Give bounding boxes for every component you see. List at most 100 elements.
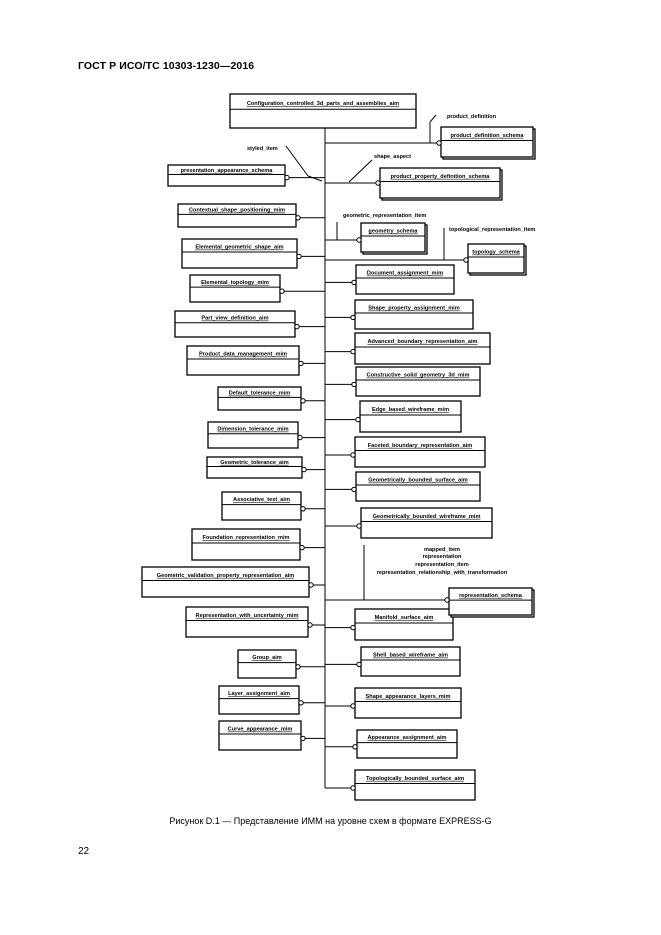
left-schema-box-16-label: Curve_appearance_mim xyxy=(228,727,293,733)
right-schema-box-10-label: Shell_based_wireframe_aim xyxy=(373,653,448,659)
left-schema-box-11: Foundation_representation_mim xyxy=(191,528,301,561)
relation-circle xyxy=(375,180,381,186)
relation-circle xyxy=(300,398,306,404)
left-schema-box-11-label: Foundation_representation_mim xyxy=(202,535,289,541)
product-property-definition-schema-box: product_property_definition_schema xyxy=(379,167,503,201)
left-schema-box-8-label: Dimension_tolerance_mim xyxy=(217,427,288,433)
right-schema-box-13: Topologically_bounded_surface_aim xyxy=(354,769,476,801)
relation-circle xyxy=(350,452,356,458)
relation-circle xyxy=(296,253,302,260)
product-definition-schema-box-label: product_definition_schema xyxy=(450,133,524,139)
left-schema-box-13-label: Representation_with_uncertainty_mim xyxy=(196,613,299,619)
left-schema-box-5-label: Part_view_definition_aim xyxy=(201,316,268,322)
product-property-definition-schema-box-label: product_property_definition_schema xyxy=(391,174,491,180)
right-schema-box-5: Edge_based_wireframe_mim xyxy=(359,400,462,433)
representation-schema-box-label: representation_schema xyxy=(459,593,523,599)
relation-circle xyxy=(350,314,356,321)
right-schema-box-2-label: Shape_property_assignment_mim xyxy=(368,306,459,312)
relation-circle xyxy=(350,624,356,631)
geometry-schema-box: geometry_schema xyxy=(360,222,428,255)
relation-circle xyxy=(298,360,304,367)
label-mapped-item: mapped_item xyxy=(424,547,460,553)
left-schema-box-1: presentation_appearance_schema xyxy=(167,164,286,187)
label-shape-aspect: shape_aspect xyxy=(374,154,411,160)
label-representation-item: representation_item xyxy=(415,562,468,568)
left-schema-box-15-label: Layer_assignment_aim xyxy=(228,691,290,697)
geometry-schema-box-label: geometry_schema xyxy=(368,229,418,235)
right-schema-box-3: Advanced_boundary_representation_aim xyxy=(354,332,491,365)
relation-circle xyxy=(356,237,362,243)
left-schema-box-2: Contextual_shape_positioning_mim xyxy=(177,203,297,228)
label-topological-representation-item: topological_representation_item xyxy=(449,227,535,233)
left-schema-box-4: Elemental_topology_mim xyxy=(189,274,281,303)
right-schema-box-9: Manifold_surface_aim xyxy=(354,608,454,641)
left-schema-box-4-label: Elemental_topology_mim xyxy=(201,280,269,286)
relation-circle xyxy=(299,544,305,551)
right-schema-box-3-label: Advanced_boundary_representation_aim xyxy=(367,339,477,345)
label-styled-item: styled_item xyxy=(247,146,278,152)
right-schema-box-2: Shape_property_assignment_mim xyxy=(354,299,474,330)
relation-circle xyxy=(294,323,300,330)
representation-schema-box: representation_schema xyxy=(448,587,535,618)
right-schema-box-6: Faceted_boundary_representation_aim xyxy=(354,436,486,468)
styled-item-ref-line xyxy=(285,145,309,177)
relation-circle xyxy=(301,466,307,473)
left-schema-box-7: Default_tolerance_mim xyxy=(217,386,302,411)
figure-caption: Рисунок D.1 — Представление ИММ на уровн… xyxy=(169,816,492,826)
left-schema-box-10-label: Associative_text_aim xyxy=(233,497,290,503)
left-schema-box-13: Representation_with_uncertainty_mim xyxy=(185,606,309,638)
relation-circle xyxy=(350,785,356,791)
relation-circle xyxy=(307,622,313,628)
right-schema-box-8: Geometrically_bounded_wireframe_mim xyxy=(360,507,493,539)
left-schema-box-5: Part_view_definition_aim xyxy=(174,310,296,338)
relation-circle xyxy=(350,703,356,709)
document-header: ГОСТ Р ИСО/ТС 10303-1230—2016 xyxy=(78,60,255,72)
right-schema-box-12-label: Appearance_assignment_aim xyxy=(368,735,447,741)
left-schema-box-14: Group_aim xyxy=(237,649,297,679)
left-schema-box-3-label: Elemental_geometric_shape_aim xyxy=(195,245,283,251)
right-schema-box-1: Document_assignment_mim xyxy=(355,264,455,295)
left-schema-box-14-label: Group_aim xyxy=(252,655,282,661)
right-schema-box-7: Geometrically_bounded_surface_aim xyxy=(355,471,481,502)
relation-circle xyxy=(463,257,469,263)
right-schema-box-9-label: Manifold_surface_aim xyxy=(375,615,434,621)
product-definition-schema-box: product_definition_schema xyxy=(440,126,536,160)
relation-circle xyxy=(300,735,306,742)
right-schema-box-12: Appearance_assignment_aim xyxy=(356,729,458,759)
product-definition-ref-tick xyxy=(429,114,437,123)
left-schema-box-1-label: presentation_appearance_schema xyxy=(181,168,274,174)
right-schema-box-4: Constructive_solid_geometry_3d_mim xyxy=(355,366,481,397)
left-schema-box-12: Geometric_validation_property_representa… xyxy=(141,566,310,598)
relation-circle xyxy=(284,174,290,181)
page-number: 22 xyxy=(78,846,90,857)
left-schema-box-8: Dimension_tolerance_mim xyxy=(207,421,299,449)
relation-circle xyxy=(308,582,314,588)
right-schema-box-11: Shape_appearance_layers_mim xyxy=(354,687,462,719)
left-schema-box-15: Layer_assignment_aim xyxy=(218,685,300,715)
left-schema-box-10: Associative_text_aim xyxy=(221,491,302,521)
topology-schema-box: topology_schema xyxy=(467,243,527,276)
left-schema-box-3: Elemental_geometric_shape_aim xyxy=(181,238,298,269)
right-schema-box-11-label: Shape_appearance_layers_mim xyxy=(366,694,451,700)
label-representation-relationship: representation_relationship_with_transfo… xyxy=(377,570,508,576)
root-schema-box-label: Configuration_controlled_3d_parts_and_as… xyxy=(247,101,399,107)
label-representation: representation xyxy=(423,554,462,560)
relation-circle xyxy=(436,140,442,146)
relation-circle xyxy=(355,416,361,423)
relation-circle xyxy=(279,288,285,294)
left-schema-box-2-label: Contextual_shape_positioning_mim xyxy=(189,208,285,214)
relation-circle xyxy=(351,279,357,286)
left-schema-box-7-label: Default_tolerance_mim xyxy=(229,391,291,397)
right-schema-box-13-label: Topologically_bounded_surface_aim xyxy=(366,776,464,782)
left-schema-box-6-label: Product_data_management_mim xyxy=(199,352,287,358)
left-schema-box-12-label: Geometric_validation_property_representa… xyxy=(157,573,294,579)
shape-aspect-ref-line xyxy=(348,159,373,183)
topology-schema-box-label: topology_schema xyxy=(472,250,520,256)
relation-circle xyxy=(350,348,356,355)
right-schema-box-8-label: Geometrically_bounded_wireframe_mim xyxy=(373,514,481,520)
root-schema-box: Configuration_controlled_3d_parts_and_as… xyxy=(229,93,417,129)
left-schema-box-6: Product_data_management_mim xyxy=(186,345,300,376)
relation-circle xyxy=(351,381,357,388)
relation-circle xyxy=(351,486,357,493)
